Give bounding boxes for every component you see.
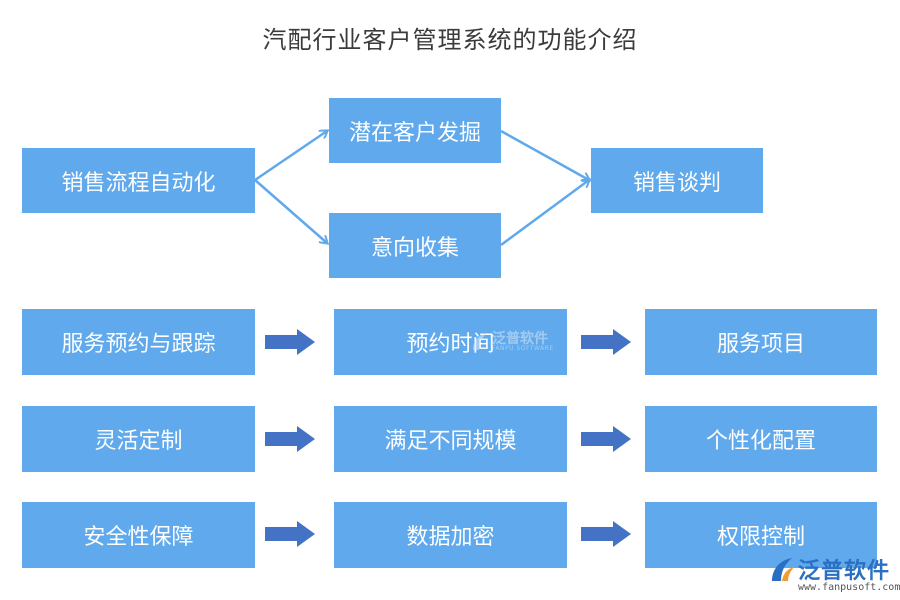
brand-url: www.fanpusoft.com bbox=[798, 582, 900, 593]
row1-arrow-2 bbox=[581, 329, 631, 355]
row2-arrow-2 bbox=[581, 426, 631, 452]
row3-middle-box: 数据加密 bbox=[334, 502, 567, 568]
brand-logo-icon bbox=[772, 558, 794, 581]
arrow-upper-to-end bbox=[500, 129, 589, 180]
row1-middle-box: 预约时间 bbox=[334, 309, 567, 375]
row3-right-box: 权限控制 bbox=[645, 502, 877, 568]
node-sales-negotiation: 销售谈判 bbox=[591, 148, 763, 213]
arrow-start-to-upper bbox=[254, 131, 327, 182]
node-potential-customer: 潜在客户发掘 bbox=[329, 98, 501, 163]
row2-right-box: 个性化配置 bbox=[645, 406, 877, 472]
arrow-lower-to-end bbox=[500, 180, 589, 247]
row2-left-box: 灵活定制 bbox=[22, 406, 255, 472]
row1-left-box: 服务预约与跟踪 bbox=[22, 309, 255, 375]
row2-arrow-1 bbox=[265, 426, 315, 452]
row2-middle-box: 满足不同规模 bbox=[334, 406, 567, 472]
diagram-title: 汽配行业客户管理系统的功能介绍 bbox=[262, 26, 638, 54]
row3-arrow-2 bbox=[581, 521, 631, 547]
node-intent-collection: 意向收集 bbox=[329, 213, 501, 278]
brand-name: 泛普软件 bbox=[798, 559, 891, 584]
brand-logo: 泛普软件 www.fanpusoft.com bbox=[770, 553, 900, 597]
node-sales-automation: 销售流程自动化 bbox=[22, 148, 255, 213]
row3-left-box: 安全性保障 bbox=[22, 502, 255, 568]
row1-right-box: 服务项目 bbox=[645, 309, 877, 375]
row1-arrow-1 bbox=[265, 329, 315, 355]
arrow-start-to-lower bbox=[254, 179, 327, 243]
row3-arrow-1 bbox=[265, 521, 315, 547]
